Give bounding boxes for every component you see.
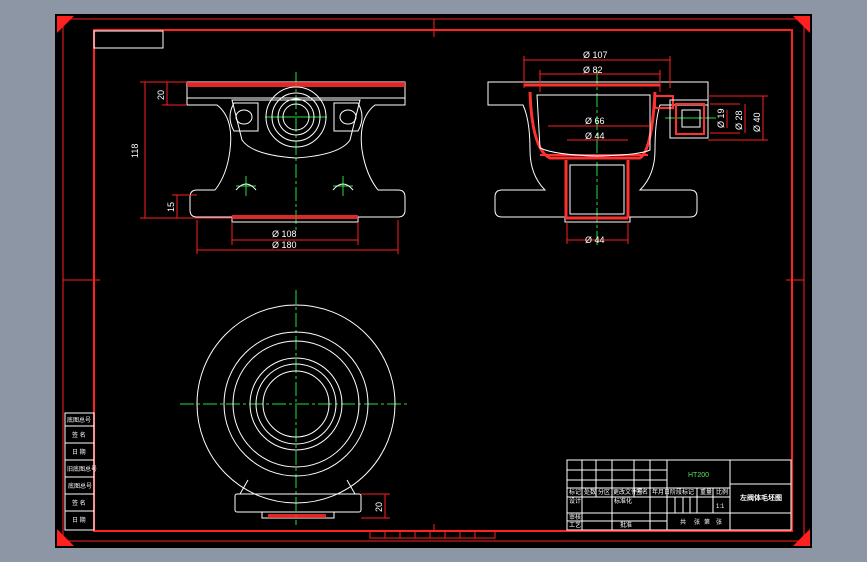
- corner-mark-tr: [793, 16, 810, 33]
- dim-side-mid: Ø 66: [585, 116, 605, 126]
- title-block: HT200 左阀体毛坯图 标记 处数 分区 更改文件号 签名 年月日 设计 标准…: [566, 459, 792, 531]
- side-col-3: 旧底图总号: [67, 465, 97, 473]
- dim-front-flange-top: 20: [156, 90, 166, 100]
- tb-row-label-0: 标记: [569, 488, 581, 496]
- side-col-1: 签 名: [72, 431, 86, 439]
- tb-approve: 批准: [620, 521, 632, 529]
- tb-sheet-1: 张: [694, 518, 700, 526]
- tb-scale-value: 1:1: [716, 504, 725, 510]
- corner-mark-br: [793, 529, 810, 546]
- dim-front-height-total: 118: [130, 144, 140, 158]
- tb-row-label-2: 分区: [598, 488, 610, 496]
- tb-drawing-name: 左阀体毛坯图: [739, 493, 782, 502]
- tb-row-label-4: 签名: [636, 488, 648, 496]
- tb-row-label-3: 更改文件号: [613, 488, 643, 496]
- dim-side-port-outer: Ø 40: [752, 112, 762, 132]
- tb-weight: 重量: [700, 488, 712, 496]
- tb-review: 审核: [569, 513, 581, 521]
- top-view: 20: [180, 290, 410, 525]
- bottom-scale-ruler: [369, 524, 496, 539]
- code-box: [93, 30, 164, 49]
- corner-mark-bl: [57, 529, 74, 546]
- side-col-6: 日 期: [72, 516, 86, 524]
- dim-front-inner-dia: Ø 108: [272, 229, 297, 239]
- side-col-5: 签 名: [72, 499, 86, 507]
- dim-side-port-mid: Ø 28: [734, 110, 744, 130]
- side-col-0: 底图总号: [67, 416, 91, 424]
- side-view: Ø 107 Ø 82 Ø 66 Ø 44 Ø 44 Ø 19 Ø 28 Ø 40: [487, 50, 768, 248]
- drawing-sheet: [55, 14, 812, 548]
- tb-material: HT200: [688, 472, 709, 479]
- side-col-2: 日 期: [72, 448, 86, 456]
- tb-standardize: 标准化: [614, 497, 632, 505]
- tb-process: 工艺: [569, 521, 581, 529]
- side-record-column: 底图总号 签 名 日 期 旧底图总号 底图总号 签 名 日 期: [64, 412, 97, 531]
- tb-row-label-5: 年月日: [652, 488, 670, 496]
- tb-design: 设计: [569, 497, 581, 505]
- corner-mark-tl: [57, 16, 74, 33]
- dim-side-top-inner: Ø 82: [583, 65, 603, 75]
- tb-scale-label: 比例: [716, 488, 728, 496]
- tb-sheet-0: 共: [680, 518, 686, 526]
- dim-side-port-inner: Ø 19: [716, 108, 726, 128]
- tb-stage: 阶段标记: [670, 488, 694, 496]
- side-col-4: 底图总号: [68, 482, 92, 490]
- dim-top-foot-height: 20: [374, 502, 384, 512]
- dim-front-outer-dia: Ø 180: [272, 240, 297, 250]
- dim-front-flange-bottom: 15: [166, 202, 176, 212]
- dim-side-neck: Ø 44: [585, 131, 605, 141]
- tb-row-label-1: 处数: [584, 488, 596, 496]
- dim-side-bottom: Ø 44: [585, 235, 605, 245]
- dim-side-top-outer: Ø 107: [583, 50, 608, 60]
- front-view: 118 20 15 Ø 108 Ø 180: [130, 72, 406, 254]
- tb-sheet-2: 第: [704, 518, 710, 526]
- tb-sheet-3: 张: [716, 518, 722, 526]
